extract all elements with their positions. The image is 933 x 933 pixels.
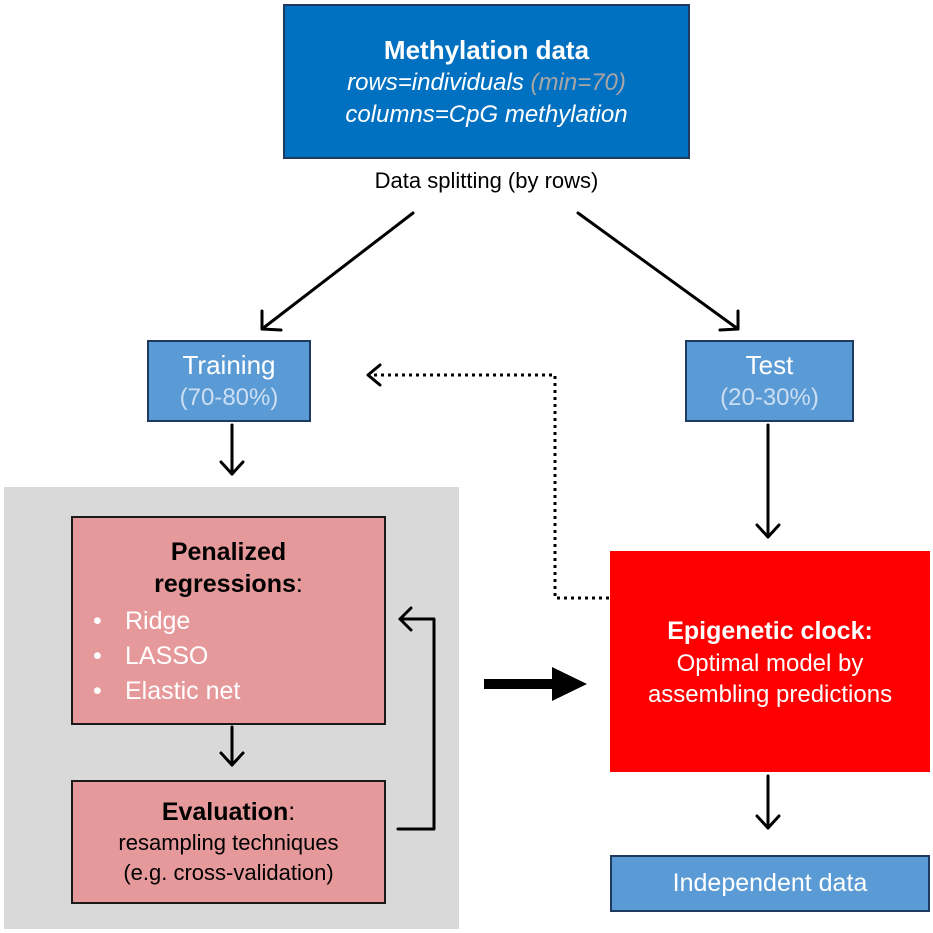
methylation-columns-text: columns=CpG methylation	[345, 100, 628, 128]
training-box: Training (70-80%)	[147, 340, 311, 422]
list-item-lasso: • LASSO	[93, 639, 384, 674]
penalized-regressions-box: Penalized regressions: • Ridge • LASSO • El…	[71, 516, 386, 725]
evaluation-title-colon: :	[288, 798, 296, 826]
methylation-title: Methylation data	[383, 34, 590, 65]
bullet-icon: •	[93, 677, 102, 705]
epigenetic-clock-box: Epigenetic clock: Optimal model by assem…	[610, 551, 930, 772]
penalized-title-line2: regressions:	[73, 568, 384, 600]
clock-title: Epigenetic clock:	[667, 616, 873, 645]
data-splitting-label: Data splitting (by rows)	[374, 168, 599, 193]
method-label: Ridge	[125, 607, 191, 635]
test-percentage: (20-30%)	[720, 384, 819, 411]
arrow-clock-to-independent	[755, 774, 781, 830]
methylation-rows-text: rows=individuals	[347, 68, 524, 96]
methylation-data-box: Methylation data rows=individuals (min=7…	[283, 4, 690, 159]
bullet-icon: •	[93, 607, 102, 635]
arrow-training-to-panel	[219, 423, 245, 476]
clock-line1: Optimal model by	[676, 649, 864, 677]
test-title: Test	[745, 350, 794, 380]
arrow-test-to-clock	[755, 423, 781, 539]
independent-data-label: Independent data	[672, 869, 868, 897]
method-label: Elastic net	[125, 677, 241, 705]
method-label: LASSO	[125, 642, 209, 670]
evaluation-title: Evaluation:	[162, 796, 295, 828]
penalized-title-colon: :	[295, 570, 303, 598]
arrow-panel-to-clock-bold	[484, 667, 587, 701]
arrowhead-dotted-training	[366, 363, 382, 387]
penalized-title-line1: Penalized	[170, 538, 287, 566]
methylation-rows-line: rows=individuals (min=70)	[347, 67, 626, 99]
penalized-title-word: regressions	[154, 570, 296, 598]
regression-methods-list: • Ridge • LASSO • Elastic net	[73, 604, 384, 709]
arrow-split-to-training	[260, 211, 415, 332]
clock-line2: assembling predictions	[647, 680, 893, 708]
methylation-min-text: (min=70)	[530, 68, 626, 96]
evaluation-line1: resampling techniques	[118, 830, 339, 855]
training-percentage: (70-80%)	[179, 384, 279, 411]
test-box: Test (20-30%)	[685, 340, 854, 422]
bullet-icon: •	[93, 642, 102, 670]
list-item-elastic-net: • Elastic net	[93, 674, 384, 709]
evaluation-title-word: Evaluation	[161, 798, 289, 826]
evaluation-line2: (e.g. cross-validation)	[123, 860, 334, 885]
arrow-split-to-test	[576, 211, 740, 332]
list-item-ridge: • Ridge	[93, 604, 384, 639]
training-title: Training	[182, 350, 276, 380]
evaluation-box: Evaluation: resampling techniques (e.g. …	[71, 780, 386, 904]
independent-data-box: Independent data	[610, 855, 930, 912]
